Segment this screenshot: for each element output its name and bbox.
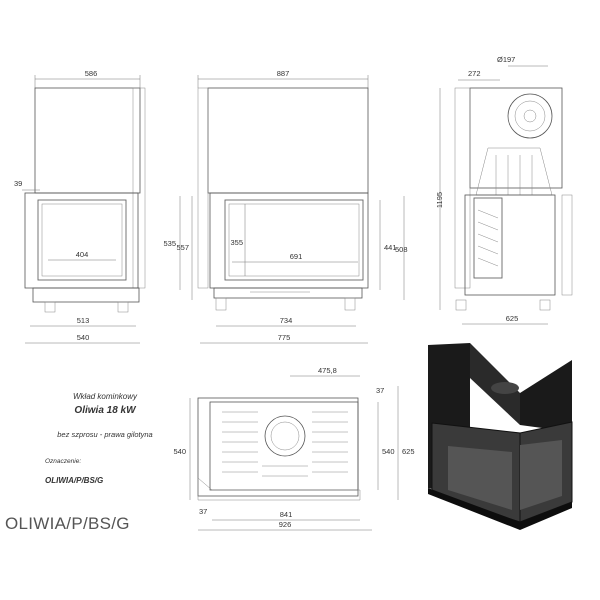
side-glass-width: 691	[290, 252, 303, 261]
front-top-width: 586	[85, 69, 98, 78]
plan-front-offset: 37	[199, 507, 207, 516]
front-base-width: 540	[77, 333, 90, 342]
side-height-a: 535	[163, 239, 176, 248]
side-height-d: 508	[395, 245, 408, 254]
rear-base-width: 625	[506, 314, 519, 323]
side-view: 887 355 691 535 557 441 508 734 775	[163, 69, 408, 344]
info-variant: bez szprosu - prawa gilotyna	[57, 430, 153, 439]
rear-flue-offset: 272	[468, 69, 481, 78]
side-top-width: 887	[277, 69, 290, 78]
plan-inner-width: 841	[280, 510, 293, 519]
plan-corner-offset: 37	[376, 386, 384, 395]
info-heading: Wkład kominkowy	[72, 392, 137, 401]
info-marking-label: Oznaczenie:	[45, 458, 82, 465]
front-view: 586 39 404 513 540	[14, 69, 146, 344]
plan-depth-b: 540	[382, 447, 395, 456]
side-glass	[224, 199, 364, 281]
front-inner-width: 513	[77, 316, 90, 325]
side-base-width: 775	[278, 333, 291, 342]
rear-flue-diameter: Ø197	[497, 55, 515, 64]
plan-view: 475,8 37 540 540 625 37 841 926	[173, 366, 415, 531]
plan-flue-outlet	[264, 415, 306, 457]
front-glass	[37, 199, 127, 281]
side-height-b: 557	[176, 243, 189, 252]
rear-total-height: 1195	[435, 192, 444, 208]
side-inner-width: 734	[280, 316, 293, 325]
plan-depth-c: 625	[402, 447, 415, 456]
rear-view: Ø197 272 1195 625	[435, 55, 573, 325]
plan-flue-position: 475,8	[318, 366, 337, 375]
flue-outlet	[507, 93, 553, 139]
plan-depth-a: 540	[173, 447, 186, 456]
plan-total-width: 926	[279, 520, 292, 529]
front-side-offset: 39	[14, 179, 22, 188]
info-marking: OLIWIA/P/BS/G	[45, 476, 104, 485]
front-glass-width: 404	[76, 250, 89, 259]
side-height-c: 441	[384, 243, 397, 252]
info-model: Oliwia 18 kW	[74, 405, 136, 416]
footer-product-code: OLIWIA/P/BS/G	[5, 514, 130, 533]
side-glass-height: 355	[230, 238, 243, 247]
product-render	[428, 343, 573, 530]
